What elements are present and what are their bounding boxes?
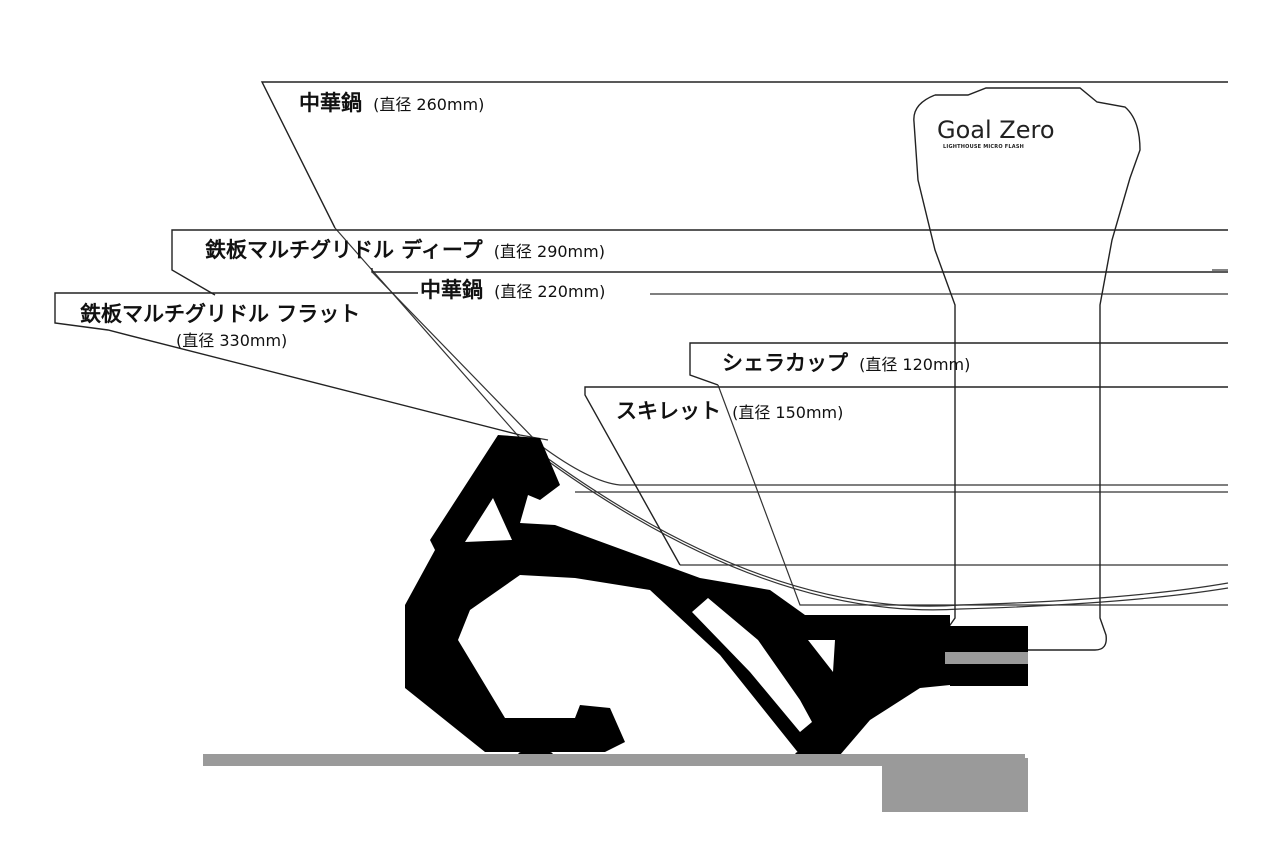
label-sierra-cup: シェラカップ (直径 120mm) <box>722 351 970 375</box>
lantern-brand-text: Goal Zero <box>937 116 1055 144</box>
label-wok-220: 中華鍋 (直径 220mm) <box>420 278 605 302</box>
griddle-deep-outline <box>171 229 1228 296</box>
wok-260-outline <box>260 81 1229 611</box>
skillet-outline <box>584 386 1228 566</box>
lantern-model-text: LIGHTHOUSE MICRO FLASH <box>943 144 1024 150</box>
base-plate <box>203 652 1028 812</box>
label-griddle-flat-diameter: (直径 330mm) <box>176 331 287 350</box>
label-skillet: スキレット (直径 150mm) <box>616 399 843 423</box>
label-griddle-deep: 鉄板マルチグリドル ディープ (直径 290mm) <box>205 238 605 262</box>
label-griddle-flat-name: 鉄板マルチグリドル フラット <box>80 302 360 326</box>
label-wok-260: 中華鍋 (直径 260mm) <box>299 91 484 115</box>
griddle-flat-outline <box>54 292 549 441</box>
goal-zero-lantern: Goal Zero LIGHTHOUSE MICRO FLASH <box>913 87 1141 651</box>
sierra-cup-outline <box>689 342 1228 606</box>
